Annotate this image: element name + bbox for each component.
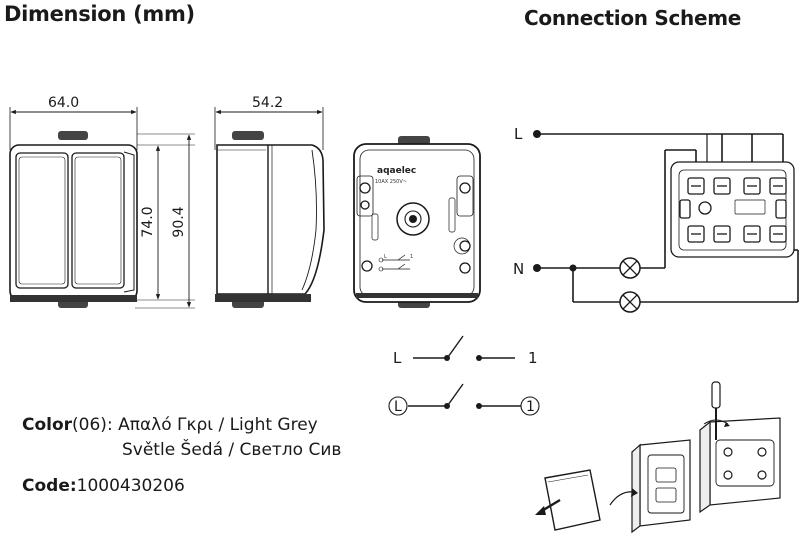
wire-label-n: N [513,260,524,278]
color-names-line-2: Světle Šedá / Светло Сив [122,440,342,460]
code-key: Code: [22,476,77,496]
color-code: (06): [72,415,113,435]
color-info: Color(06): Απαλό Γκρι / Light Grey Světl… [22,413,341,463]
color-names-line-1: Απαλό Γκρι / Light Grey [118,415,318,435]
switch-label-l: L [393,349,402,367]
front-view [9,107,195,309]
connection-scheme-title: Connection Scheme [524,6,742,30]
switch-mechanism [670,161,795,258]
dim-front-width: 64.0 [48,95,79,111]
product-code: Code:1000430206 [22,476,185,496]
installation-illustration [535,381,781,534]
wire-label-l: L [514,125,523,143]
color-key: Color [22,415,73,435]
back-label-1: 1 [410,254,413,260]
color-line-1: Color(06): Απαλό Γκρι / Light Grey [22,413,341,438]
switch-label-l-circled: L [394,399,402,415]
side-view [214,107,325,308]
dim-inner-height: 74.0 [140,206,156,237]
switch-label-1: 1 [528,349,538,367]
dim-side-width: 54.2 [252,95,283,111]
dimension-title: Dimension (mm) [4,2,195,26]
back-view [353,136,481,308]
brand-mark: aqaelec [377,166,416,176]
code-value: 1000430206 [76,476,185,496]
dim-outer-height: 90.4 [171,206,187,237]
rating-mark: 10AX 250V~ [375,179,407,185]
switch-label-1-circled: 1 [526,399,535,415]
switch-symbol [388,335,540,416]
back-label-l: L [384,254,387,260]
